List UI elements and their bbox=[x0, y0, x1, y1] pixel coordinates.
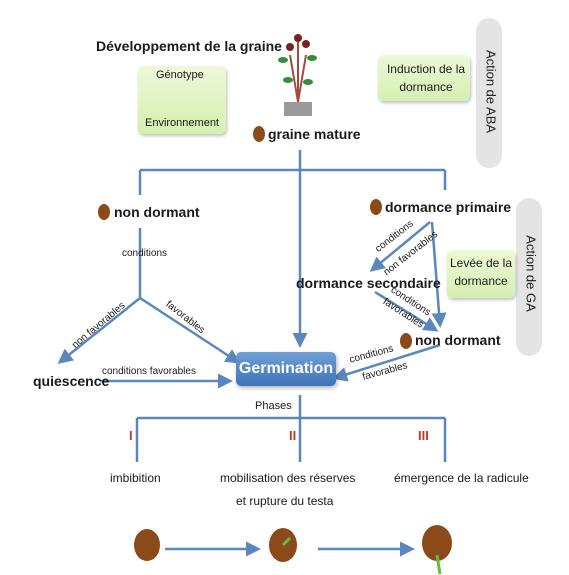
levee-label: Levée de la dormance bbox=[449, 256, 513, 288]
aba-pill bbox=[476, 18, 502, 168]
page-title: Développement de la graine bbox=[96, 38, 282, 54]
phase-3-label: émergence de la radicule bbox=[394, 471, 529, 485]
graine-mature-label: graine mature bbox=[268, 126, 361, 142]
phase-2-label-line1: mobilisation des réserves bbox=[220, 471, 356, 485]
plant-icon bbox=[278, 34, 317, 116]
seed-icon bbox=[370, 199, 382, 215]
phase-3-number: III bbox=[418, 428, 429, 443]
phase-2-number: II bbox=[289, 428, 297, 443]
arrow-to-germination-left bbox=[139, 296, 241, 364]
arrow-to-secondaire bbox=[369, 221, 431, 272]
phase-1-number: I bbox=[129, 428, 133, 443]
dormance-primaire-label: dormance primaire bbox=[385, 199, 512, 215]
seed-icon bbox=[400, 333, 412, 349]
arrow-primaire-to-nondormant bbox=[430, 221, 447, 328]
levee-box bbox=[447, 250, 515, 298]
non-dormant-right-label: non dormant bbox=[415, 332, 501, 348]
induction-box bbox=[378, 55, 470, 101]
genotype-label: Génotype bbox=[156, 69, 204, 81]
environnement-label: Environnement bbox=[145, 117, 219, 129]
phases-label: Phases bbox=[255, 400, 292, 412]
quiescence-label: quiescence bbox=[33, 373, 110, 389]
arrow-nondormant-to-germination bbox=[332, 343, 441, 382]
conditions-favorables-label: conditions favorables bbox=[102, 366, 196, 377]
phase-2-label-line2: et rupture du testa bbox=[236, 494, 334, 508]
action-aba-label: Action de ABA bbox=[483, 49, 499, 134]
dormance-secondaire-label: dormance secondaire bbox=[296, 275, 441, 291]
induction-label: Induction de la dormance bbox=[386, 62, 466, 94]
action-ga-label: Action de GA bbox=[523, 235, 539, 312]
conditions-left-label: conditions bbox=[122, 248, 168, 259]
seed-icon bbox=[98, 204, 110, 220]
genotype-box bbox=[138, 66, 226, 134]
seed-icon bbox=[253, 126, 265, 142]
seed-imbibition-icon bbox=[134, 529, 160, 561]
germination-box: Germination bbox=[236, 352, 336, 386]
arrow-secondaire-to-nondormant bbox=[374, 290, 439, 332]
phase-1-label: imbibition bbox=[110, 471, 161, 485]
ga-pill bbox=[516, 198, 542, 356]
seed-radicle-icon bbox=[422, 525, 452, 561]
arrow-to-quiescence bbox=[57, 297, 141, 364]
non-dormant-left-label: non dormant bbox=[114, 204, 200, 220]
